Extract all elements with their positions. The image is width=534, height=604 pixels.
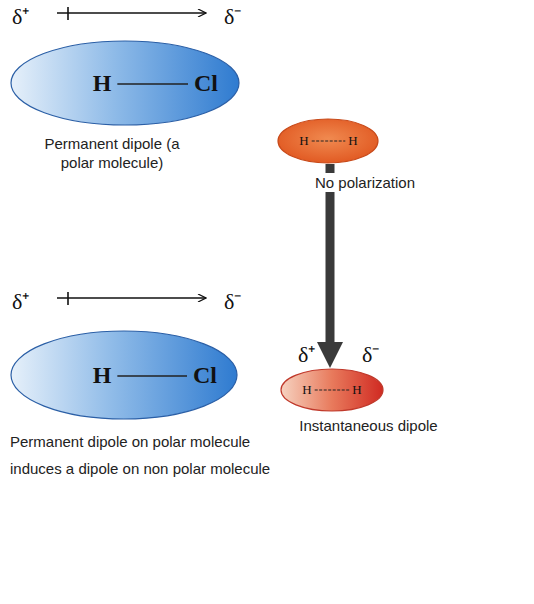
chemical-bond [312,140,346,141]
caption: Instantaneous dipole [286,416,451,435]
atom-symbol: H [352,382,361,398]
atom-symbol: H [299,133,308,149]
atom-symbol: H [302,382,311,398]
caption: No polarization [290,173,440,192]
polar-molecule: H Cl [10,330,238,420]
chemical-bond [315,389,350,390]
chemical-bond [117,375,187,377]
molecule-ellipse [278,119,378,163]
molecule-ellipse [11,41,239,125]
caption: Permanent dipole (a polar molecule) [32,134,192,172]
molecule-ellipse [281,369,383,411]
partial-charge: δ⁻ [224,0,241,30]
partial-charge: δ⁺ [12,0,29,30]
atom-symbol: H [93,70,112,97]
induced-dipole-molecule: HH [280,368,384,412]
polar-molecule: H Cl [10,40,240,126]
partial-charge: δ⁻ [224,285,241,315]
atom-symbol: H [93,362,112,389]
dipole-arrow [57,292,206,305]
reaction-arrow [326,164,335,368]
molecule-outline [277,118,379,164]
partial-charge: δ⁺ [12,285,29,315]
atom-symbol: H [348,133,357,149]
caption: Permanent dipole on polar molecule induc… [10,428,272,482]
atom-symbol: Cl [193,362,217,389]
atom-symbol: Cl [194,70,218,97]
dipole-arrow [57,7,206,20]
chemical-bond [117,83,188,85]
nonpolar-molecule: HH [277,118,379,164]
molecule-ellipse [11,331,237,419]
partial-charge: δ⁺ [298,338,315,368]
partial-charge: δ⁻ [362,338,379,368]
molecule-outline [280,368,384,412]
